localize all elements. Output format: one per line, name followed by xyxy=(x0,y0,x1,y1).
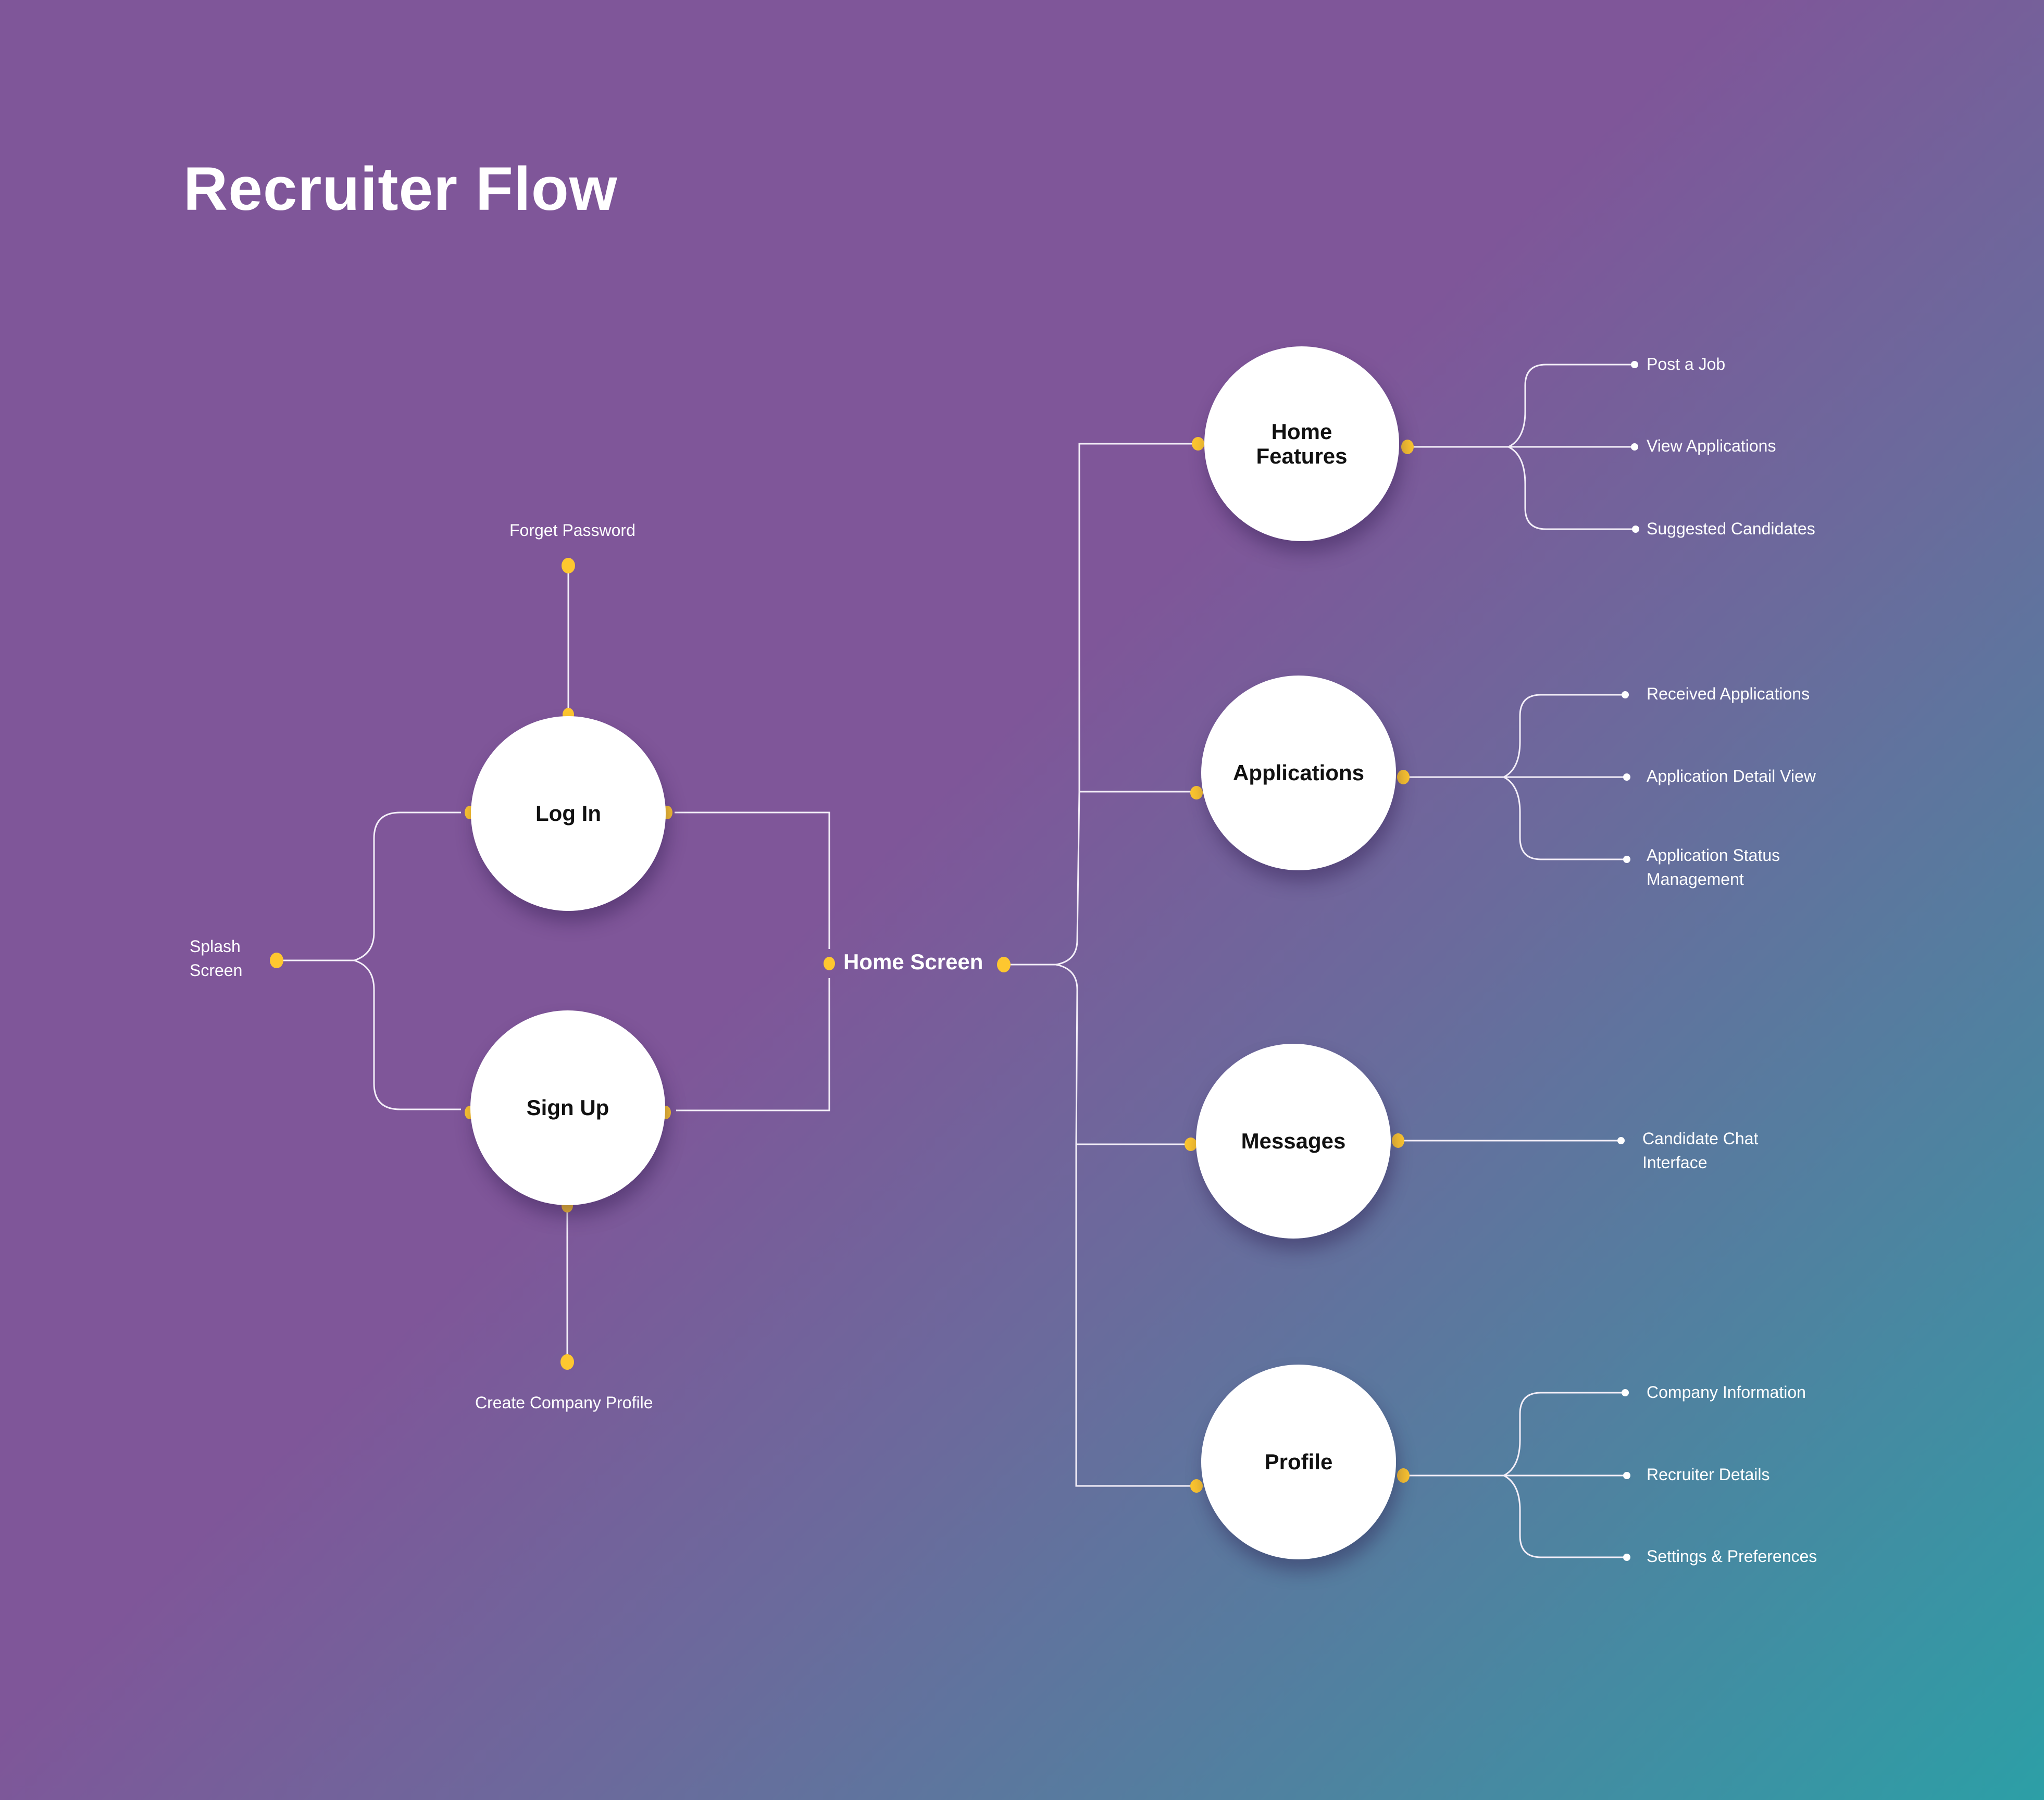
leaf-dot-suggested-candidates[interactable] xyxy=(1632,526,1639,533)
splash-label-line-2: Screen xyxy=(190,961,243,980)
leaf-candidate-chat-interface[interactable]: Candidate Chat Interface xyxy=(1642,1127,1758,1174)
home-screen-right-dot[interactable] xyxy=(997,957,1011,972)
profile-node[interactable]: Profile xyxy=(1201,1365,1396,1559)
leaf-received-applications[interactable]: Received Applications xyxy=(1647,684,1810,703)
splash-dot[interactable] xyxy=(270,953,283,968)
leaf-settings-preferences[interactable]: Settings & Preferences xyxy=(1647,1547,1817,1566)
home-screen-left-dot[interactable] xyxy=(824,957,835,970)
profile-node-label: Profile xyxy=(1264,1449,1333,1474)
signup-node-label: Sign Up xyxy=(526,1095,609,1120)
leaf-application-detail-view[interactable]: Application Detail View xyxy=(1647,767,1816,785)
splash-connector xyxy=(277,811,461,1110)
splash-label-line-1: Splash xyxy=(190,937,241,956)
home-features-children-connector xyxy=(1413,364,1635,530)
leaf-candidate-chat-line-2: Interface xyxy=(1642,1153,1708,1172)
messages-node[interactable]: Messages xyxy=(1196,1044,1391,1239)
leaf-post-a-job[interactable]: Post a Job xyxy=(1647,355,1726,373)
home-features-left-dot[interactable] xyxy=(1192,437,1204,451)
splash-screen-label[interactable]: Splash Screen xyxy=(190,934,242,982)
home-features-node[interactable]: Home Features xyxy=(1204,346,1399,541)
applications-node[interactable]: Applications xyxy=(1201,676,1396,870)
auth-to-home-connector xyxy=(675,811,830,1111)
leaf-dot-settings[interactable] xyxy=(1623,1554,1630,1561)
messages-node-label: Messages xyxy=(1241,1129,1346,1154)
login-node[interactable]: Log In xyxy=(471,716,666,911)
profile-children-connector xyxy=(1409,1392,1627,1558)
create-company-profile-label[interactable]: Create Company Profile xyxy=(475,1393,653,1412)
leaf-dot-view-applications[interactable] xyxy=(1631,443,1638,451)
leaf-dot-company-information[interactable] xyxy=(1622,1389,1629,1396)
messages-right-dot[interactable] xyxy=(1392,1133,1404,1148)
leaf-candidate-chat-line-1: Candidate Chat xyxy=(1642,1129,1759,1148)
applications-node-label: Applications xyxy=(1232,760,1365,785)
home-screen-label[interactable]: Home Screen xyxy=(843,949,983,974)
profile-left-dot[interactable] xyxy=(1190,1479,1203,1493)
home-trunk-connector xyxy=(1011,443,1193,1487)
forget-password-label[interactable]: Forget Password xyxy=(509,521,635,540)
messages-left-dot[interactable] xyxy=(1185,1138,1197,1151)
leaf-suggested-candidates[interactable]: Suggested Candidates xyxy=(1647,519,1815,538)
page-title: Recruiter Flow xyxy=(183,155,618,223)
home-features-label-line-2: Features xyxy=(1256,444,1348,468)
leaf-company-information[interactable]: Company Information xyxy=(1647,1383,1806,1402)
leaf-application-status-line-2: Management xyxy=(1647,870,1744,889)
leaf-view-applications[interactable]: View Applications xyxy=(1647,436,1776,455)
home-features-label-line-1: Home xyxy=(1271,419,1332,444)
applications-children-connector xyxy=(1409,694,1627,860)
home-features-right-dot[interactable] xyxy=(1401,440,1414,454)
applications-right-dot[interactable] xyxy=(1397,770,1410,784)
leaf-application-status-management[interactable]: Application Status Management xyxy=(1647,843,1780,891)
leaf-dot-application-detail[interactable] xyxy=(1623,773,1630,781)
leaf-dot-received-applications[interactable] xyxy=(1622,691,1629,698)
leaf-dot-post-job[interactable] xyxy=(1631,361,1638,368)
signup-node[interactable]: Sign Up xyxy=(470,1010,665,1205)
profile-right-dot[interactable] xyxy=(1397,1468,1410,1483)
create-profile-dot[interactable] xyxy=(560,1354,574,1370)
forget-password-dot[interactable] xyxy=(562,558,575,573)
leaf-dot-application-status[interactable] xyxy=(1623,856,1630,863)
leaf-dot-candidate-chat[interactable] xyxy=(1617,1137,1625,1144)
login-node-label: Log In xyxy=(535,801,601,826)
applications-left-dot[interactable] xyxy=(1190,786,1203,799)
leaf-dot-recruiter-details[interactable] xyxy=(1623,1472,1630,1479)
leaf-recruiter-details[interactable]: Recruiter Details xyxy=(1647,1465,1770,1484)
leaf-application-status-line-1: Application Status xyxy=(1647,846,1780,865)
